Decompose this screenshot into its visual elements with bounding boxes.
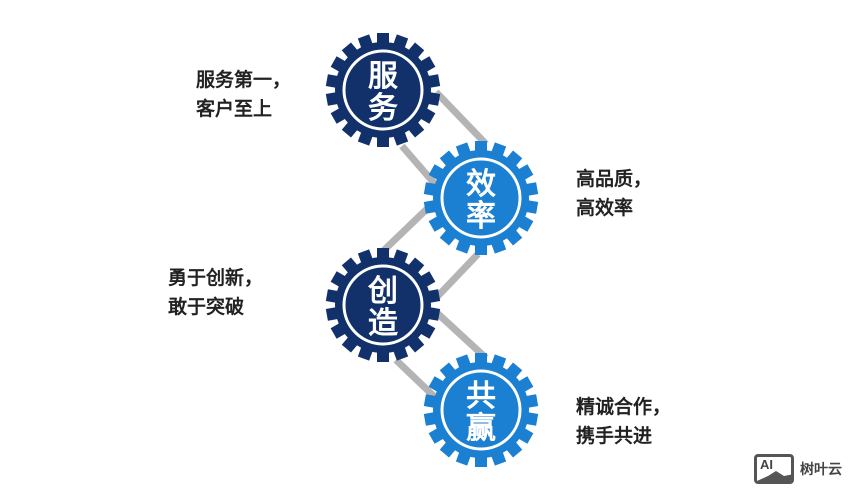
gear-label-top: 共 bbox=[466, 379, 496, 414]
caption-line: 客户至上 bbox=[196, 98, 273, 120]
logo-label: 树叶云 bbox=[800, 462, 842, 478]
watermark-logo: AI 树叶云 bbox=[754, 454, 842, 484]
gear-ring bbox=[440, 369, 522, 451]
gear-label-bottom: 赢 bbox=[466, 411, 496, 446]
connector-line bbox=[377, 203, 433, 257]
caption-line: 敢于突破 bbox=[168, 296, 245, 318]
image-icon: AI bbox=[754, 454, 794, 484]
connector-line bbox=[433, 251, 481, 301]
gear-ring bbox=[440, 157, 522, 239]
caption-line: 精诚合作， bbox=[576, 396, 672, 418]
caption-innovation: 勇于创新， 敢于突破 bbox=[168, 264, 263, 322]
gear-ring bbox=[342, 264, 424, 346]
gear-label-bottom: 务 bbox=[368, 91, 398, 126]
connector-line bbox=[433, 89, 489, 147]
gear-label-top: 服 bbox=[368, 59, 399, 94]
connector-line bbox=[393, 357, 443, 405]
caption-line: 高品质， bbox=[576, 168, 653, 190]
caption-line: 高效率 bbox=[576, 197, 634, 219]
caption-line: 服务第一， bbox=[196, 69, 292, 91]
gear-1: 效率 bbox=[423, 141, 539, 255]
connector-line bbox=[433, 309, 489, 361]
caption-service: 服务第一， 客户至上 bbox=[196, 66, 291, 124]
caption-line: 携手共进 bbox=[576, 425, 653, 447]
gear-body bbox=[335, 42, 431, 138]
caption-win-win: 精诚合作， 携手共进 bbox=[576, 393, 671, 451]
gear-ring bbox=[342, 49, 424, 131]
connector-line bbox=[399, 143, 443, 193]
gear-0: 服务 bbox=[325, 33, 441, 147]
gear-body bbox=[335, 257, 431, 353]
gear-label-top: 创 bbox=[367, 274, 398, 309]
caption-efficiency: 高品质， 高效率 bbox=[576, 165, 652, 223]
gear-2: 创造 bbox=[325, 248, 441, 362]
logo-ai-text: AI bbox=[760, 457, 773, 472]
gear-body bbox=[433, 150, 529, 246]
gear-label-top: 效 bbox=[466, 167, 496, 202]
gear-3: 共赢 bbox=[423, 353, 539, 467]
gear-label-bottom: 率 bbox=[466, 199, 496, 234]
gear-label-bottom: 造 bbox=[368, 306, 398, 341]
caption-line: 勇于创新， bbox=[168, 267, 264, 289]
gear-body bbox=[433, 362, 529, 458]
